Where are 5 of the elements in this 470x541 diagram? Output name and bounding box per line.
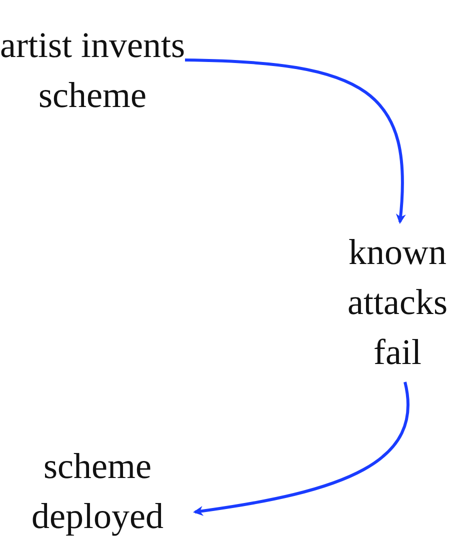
node-label: scheme deployed <box>30 444 164 538</box>
node-label: artist invents scheme <box>0 24 185 117</box>
curved-arrow <box>193 382 410 516</box>
curved-arrow <box>184 58 406 224</box>
node-label: known attacks fail <box>346 231 448 374</box>
